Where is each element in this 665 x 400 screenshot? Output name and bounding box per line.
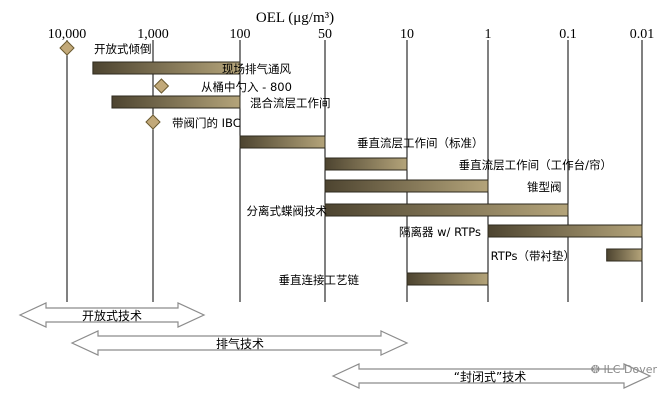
tick-label: 0.01 bbox=[630, 27, 655, 42]
technology-arrow bbox=[331, 363, 652, 389]
technology-label: 排气技术 bbox=[216, 336, 264, 351]
point-marker bbox=[59, 40, 75, 56]
item-label: 锥型阀 bbox=[527, 180, 562, 194]
item-label: 垂直流层工作间（工作台/帘） bbox=[459, 158, 612, 172]
item-label: 隔离器 w/ RTPs bbox=[399, 225, 481, 239]
range-bar bbox=[324, 203, 569, 217]
tick-label: 0.1 bbox=[559, 27, 577, 42]
tick-label: 100 bbox=[230, 27, 251, 42]
range-bar bbox=[324, 179, 489, 193]
range-bar bbox=[487, 224, 643, 238]
range-bar bbox=[606, 248, 643, 262]
item-label: 从桶中勺入 - 800 bbox=[201, 80, 292, 94]
item-label: 垂直连接工艺链 bbox=[279, 273, 360, 287]
tick-label: 10,000 bbox=[48, 27, 87, 42]
item-label: 开放式倾倒 bbox=[94, 42, 152, 56]
item-label: 混合流层工作间 bbox=[250, 96, 331, 110]
item-label: 分离式蝶阀技术 bbox=[247, 204, 328, 218]
item-label: 带阀门的 IBC bbox=[172, 116, 241, 130]
range-bar bbox=[324, 157, 408, 171]
item-label: RTPs（带衬垫） bbox=[491, 249, 575, 263]
range-bar bbox=[111, 95, 241, 109]
tick-labels: 10,000 1,000 100 50 10 1 0.1 0.01 bbox=[48, 27, 655, 42]
item-label: 垂直流层工作间（标准） bbox=[357, 136, 484, 150]
gridlines bbox=[66, 40, 643, 302]
technology-arrow bbox=[70, 330, 409, 356]
wechat-icon: ❂ bbox=[590, 363, 600, 376]
axis-title: OEL (μg/m³) bbox=[256, 10, 334, 26]
range-bar bbox=[92, 61, 241, 75]
point-marker bbox=[145, 114, 161, 130]
technology-arrow bbox=[18, 302, 206, 328]
range-bar bbox=[406, 272, 489, 286]
tick-label: 1 bbox=[485, 27, 492, 42]
tick-label: 10 bbox=[400, 27, 414, 42]
point-marker bbox=[153, 78, 170, 94]
watermark: ❂ ILC Dover bbox=[591, 363, 657, 376]
watermark-text: ILC Dover bbox=[603, 363, 657, 376]
tick-label: 1,000 bbox=[137, 27, 169, 42]
technology-label: “封闭式”技术 bbox=[454, 370, 526, 384]
item-label: 现场排气通风 bbox=[222, 62, 291, 76]
tick-label: 50 bbox=[318, 27, 332, 42]
technology-label: 开放式技术 bbox=[82, 308, 142, 323]
range-bar bbox=[239, 135, 326, 149]
